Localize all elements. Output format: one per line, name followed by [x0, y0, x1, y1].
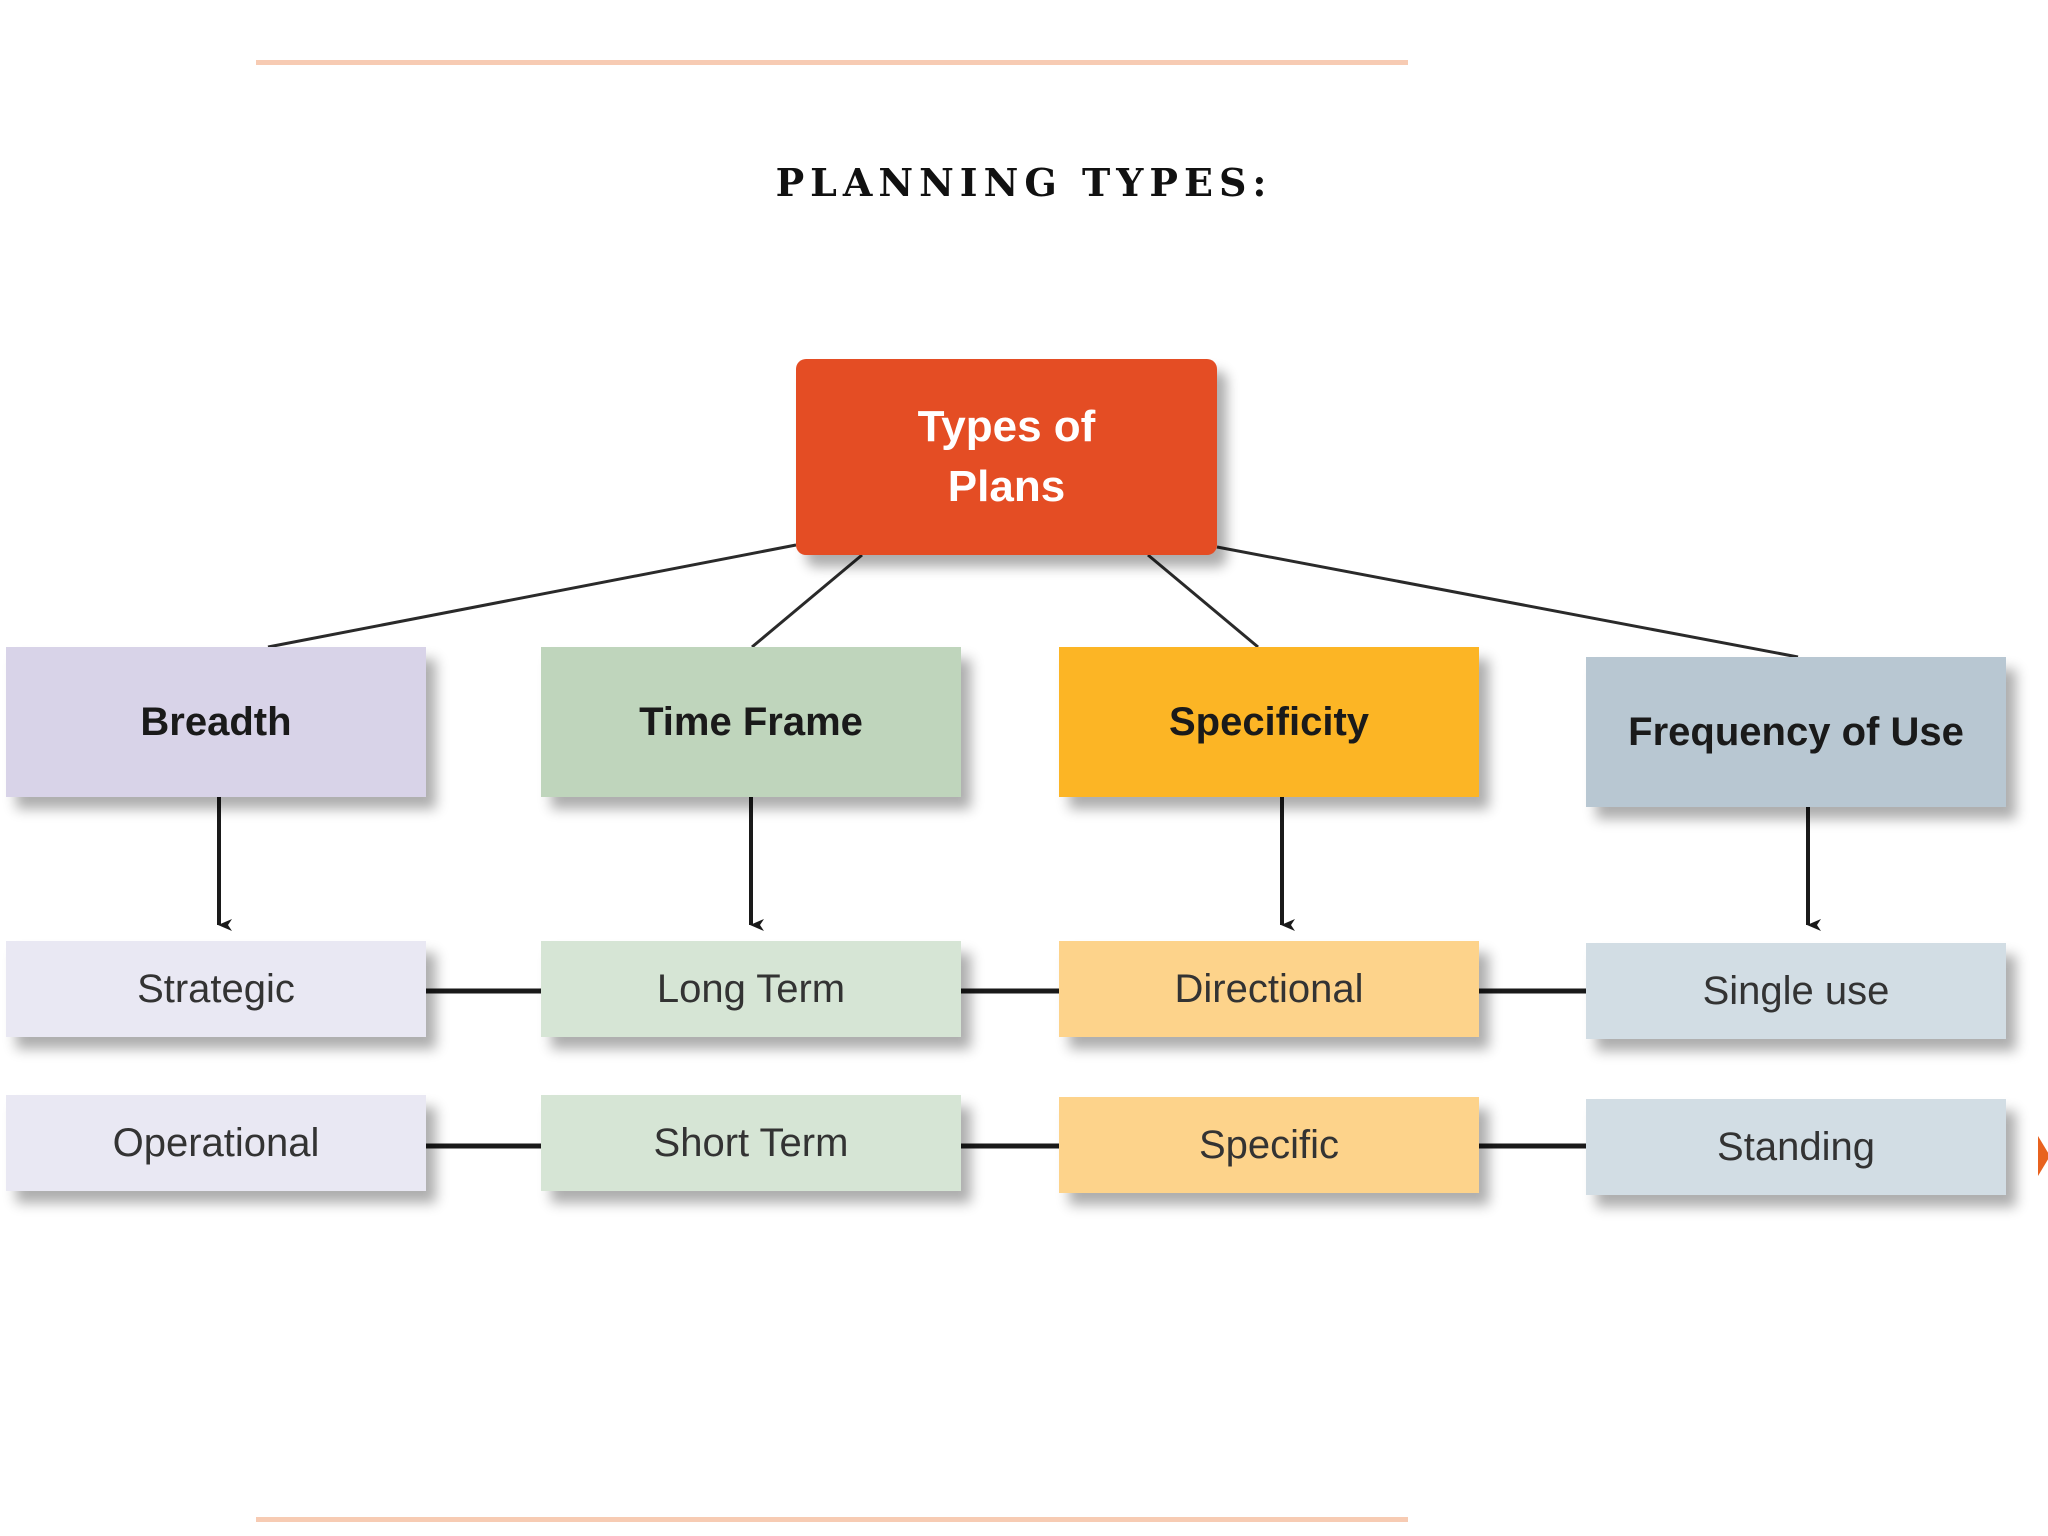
category-node-time-frame: Time Frame [541, 647, 961, 797]
connector-root-specificity [1147, 553, 1259, 649]
subtype-label: Specific [1198, 1122, 1340, 1167]
subtype-node-directional: Directional [1059, 941, 1479, 1037]
category-label: Time Frame [639, 699, 863, 744]
subtype-node-strategic: Strategic [6, 941, 426, 1037]
subtype-label: Short Term [653, 1120, 849, 1165]
subtype-node-long-term: Long Term [541, 941, 961, 1037]
slide-title: PLANNING TYPES: [775, 160, 1273, 205]
category-label: Breadth [140, 699, 292, 744]
category-node-specificity: Specificity [1059, 647, 1479, 797]
category-node-frequency-of-use: Frequency of Use [1586, 657, 2006, 807]
root-label-line-1: Types of [917, 402, 1096, 451]
subtype-label: Single use [1702, 968, 1890, 1013]
connector-root-breadth [267, 543, 797, 649]
category-label: Specificity [1168, 699, 1370, 744]
subtype-label: Strategic [137, 966, 295, 1011]
play-triangle-icon[interactable] [2038, 1136, 2048, 1176]
subtype-node-operational: Operational [6, 1095, 426, 1191]
bottom-accent-rule [256, 1517, 1408, 1522]
category-label: Frequency of Use [1628, 709, 1964, 754]
subtype-label: Operational [112, 1120, 320, 1165]
subtype-label: Long Term [656, 966, 846, 1011]
subtype-node-single-use: Single use [1586, 943, 2006, 1039]
root-node-types-of-plans: Types of Plans [796, 359, 1217, 555]
connector-root-frequency [1216, 545, 1799, 659]
category-node-breadth: Breadth [6, 647, 426, 797]
root-label-line-2: Plans [947, 462, 1066, 511]
subtype-node-short-term: Short Term [541, 1095, 961, 1191]
subtype-label: Directional [1174, 966, 1364, 1011]
subtype-label: Standing [1717, 1124, 1875, 1169]
subtype-node-standing: Standing [1586, 1099, 2006, 1195]
connector-root-time-frame [751, 553, 863, 649]
top-accent-rule [256, 60, 1408, 65]
subtype-node-specific: Specific [1059, 1097, 1479, 1193]
